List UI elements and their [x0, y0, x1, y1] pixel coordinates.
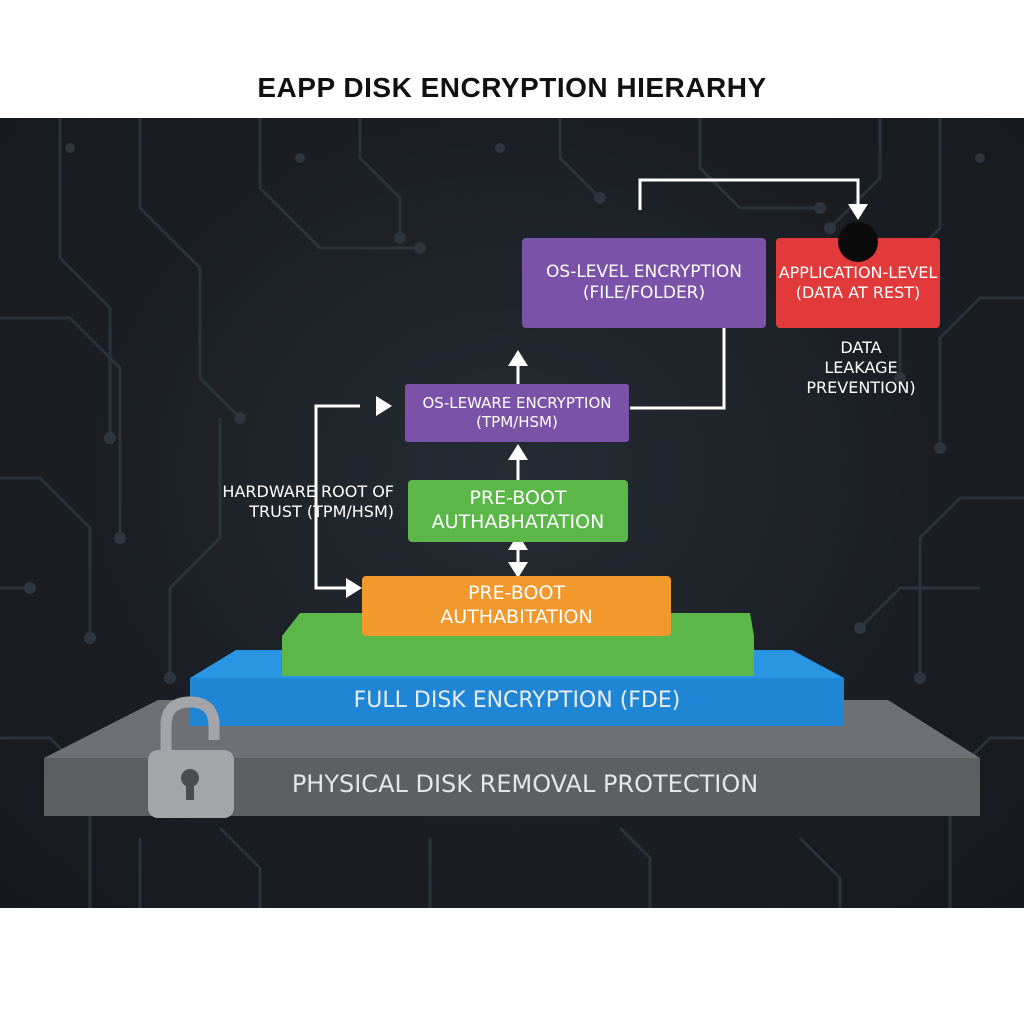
os-level-line1: OS-LEVEL ENCRYPTION [546, 261, 742, 282]
physical-label: PHYSICAL DISK REMOVAL PROTECTION [291, 770, 759, 798]
preboot-upper-box: PRE-BOOT AUTHABHATATION [408, 480, 628, 542]
black-dot [838, 222, 878, 262]
preboot-upper-line2: AUTHABHATATION [431, 511, 605, 533]
preboot-upper-line1: PRE-BOOT [469, 487, 567, 510]
hardware-root-line1: HARDWARE ROOT OF [222, 482, 394, 501]
dlp-label: DATA LEAKAGE PREVENTION) [786, 338, 936, 398]
diagram-canvas: OS-LEVEL ENCRYPTION (FILE/FOLDER) APPLIC… [0, 118, 1024, 908]
dlp-line2: LEAKAGE [824, 358, 898, 377]
connector-left-loop [314, 404, 360, 590]
connector-right-drop [630, 328, 726, 410]
fde-layer [190, 678, 844, 726]
os-level-encryption-box: OS-LEVEL ENCRYPTION (FILE/FOLDER) [522, 238, 766, 328]
os-leware-line2: (TPM/HSM) [476, 413, 558, 431]
preboot-lower-line2: AUTHABITATION [440, 606, 593, 628]
dlp-line3: PREVENTION) [806, 378, 916, 397]
fde-label: FULL DISK ENCRYPTION (FDE) [353, 688, 681, 713]
diagram-title: EAPP DISK ENCRYPTION HIERARHY [257, 72, 767, 103]
connector-top-loop [638, 178, 860, 210]
app-level-line1: APPLICATION-LEVEL [778, 263, 938, 282]
os-level-line2: (FILE/FOLDER) [582, 283, 706, 303]
os-leware-encryption-box: OS-LEWARE ENCRYPTION (TPM/HSM) [405, 384, 629, 442]
hardware-root-label: HARDWARE ROOT OF TRUST (TPM/HSM) [196, 482, 394, 522]
preboot-lower-box: PRE-BOOT AUTHABITATION [362, 576, 671, 636]
padlock-icon [148, 696, 234, 818]
hardware-root-line2: TRUST (TPM/HSM) [249, 502, 394, 521]
app-level-line2: (DATA AT REST) [795, 283, 921, 302]
os-leware-line1: OS-LEWARE ENCRYPTION [422, 394, 612, 413]
dlp-line1: DATA [840, 338, 882, 357]
circuit-background [0, 118, 1024, 908]
preboot-lower-line1: PRE-BOOT [467, 582, 566, 605]
